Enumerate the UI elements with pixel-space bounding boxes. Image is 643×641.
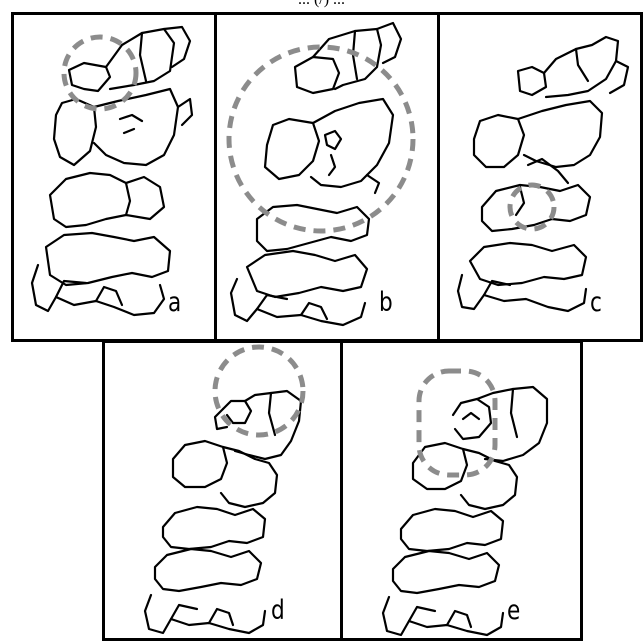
panel-label-c: c xyxy=(590,287,602,318)
spine-drawing-b xyxy=(217,15,440,342)
panel-a: a xyxy=(11,12,217,342)
panel-e: e xyxy=(340,340,583,641)
highlight-ring-c xyxy=(510,185,554,229)
figure-caption: ... (/) ... xyxy=(0,0,643,9)
highlight-ring-b xyxy=(229,47,413,231)
panel-label-d: d xyxy=(271,595,285,626)
panel-label-e: e xyxy=(507,595,520,626)
panel-label-a: a xyxy=(168,287,181,318)
panel-label-b: b xyxy=(379,287,393,318)
spine-drawing-d xyxy=(105,343,343,641)
panel-d: d xyxy=(102,340,343,641)
highlight-ring-e xyxy=(419,371,495,475)
panel-b: b xyxy=(214,12,440,342)
spine-drawing-a xyxy=(14,15,217,342)
spine-drawing-c xyxy=(440,15,643,342)
panel-c: c xyxy=(437,12,643,342)
spine-drawing-e xyxy=(343,343,583,641)
highlight-ring-d xyxy=(215,347,303,435)
highlight-ring-a xyxy=(64,37,136,109)
caption-strip: ... (/) ... xyxy=(0,0,643,10)
